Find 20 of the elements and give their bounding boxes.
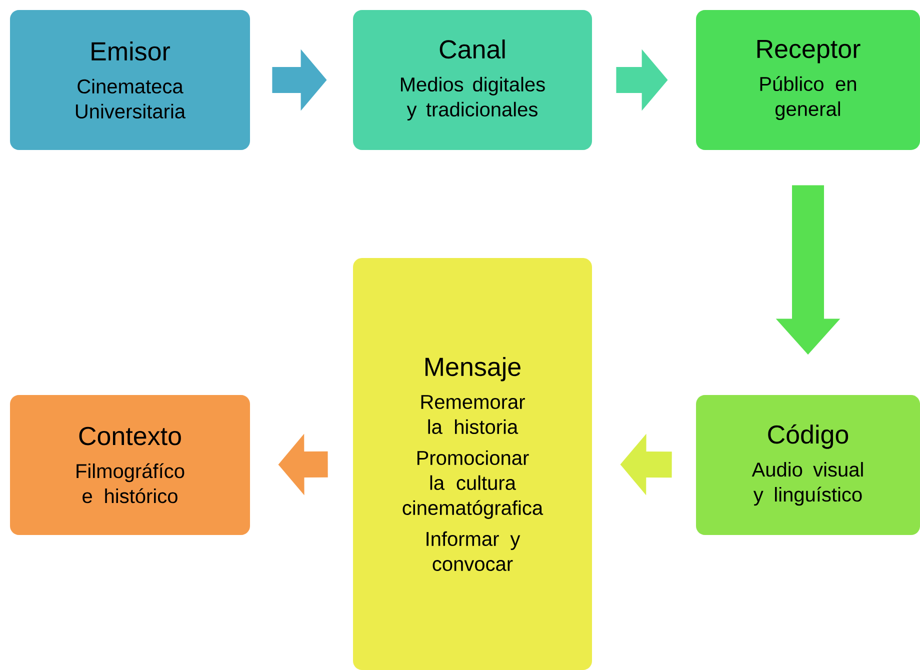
process-box <box>353 258 592 670</box>
box-heading: Emisor <box>92 41 170 61</box>
box-text: Audio visual y linguístico <box>752 462 863 506</box>
process-box <box>10 395 250 535</box>
box-text: Público en general <box>760 76 856 120</box>
process-box <box>696 395 920 535</box>
process-box <box>353 10 592 150</box>
box-text: Filmográfíco e histórico <box>76 463 184 504</box>
process-box <box>10 10 250 150</box>
box-heading: Contexto <box>79 426 181 446</box>
box-heading: Receptor <box>757 40 860 64</box>
box-heading: Canal <box>440 40 505 59</box>
box-text: Rememorar la historia <box>421 395 525 434</box>
box-text: Promocionar la cultura cinematógrafica <box>402 450 544 519</box>
box-text: Medios digitales y tradicionales <box>401 76 545 120</box>
box-heading: Código <box>768 424 848 449</box>
box-text: Cinemateca Universitaria <box>76 78 186 118</box>
box-text: Informar y convocar <box>426 531 520 571</box>
box-heading: Mensaje <box>426 356 520 382</box>
process-box <box>696 10 920 150</box>
